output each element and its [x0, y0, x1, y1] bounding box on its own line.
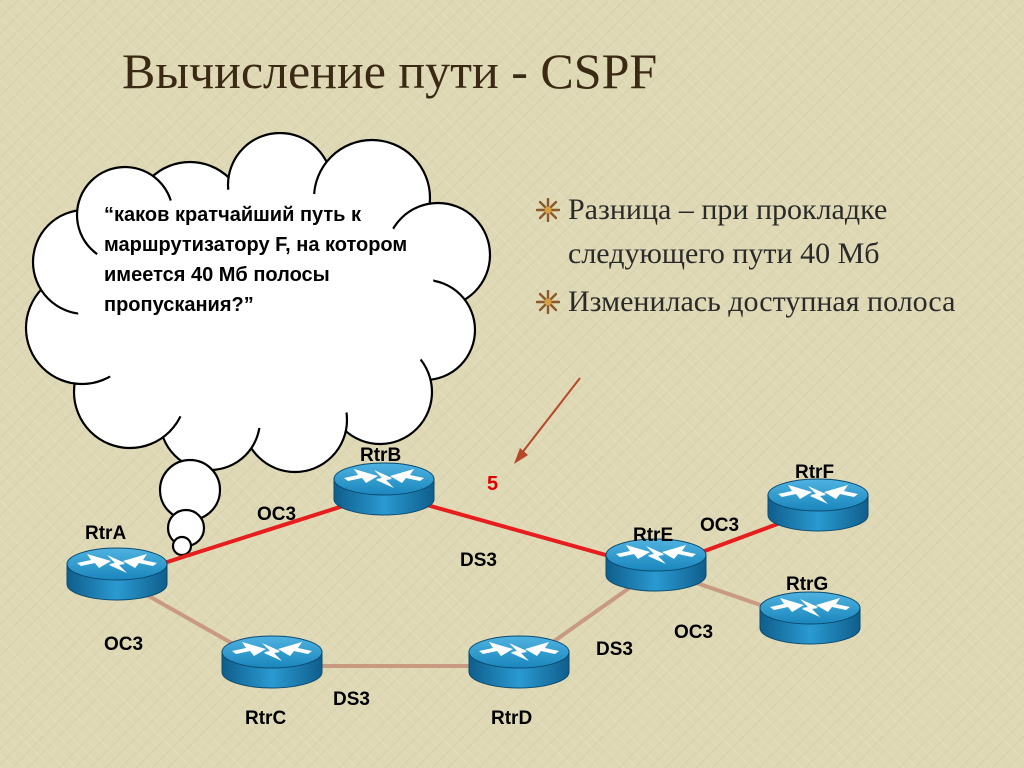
router-label-e: RtrE	[633, 525, 673, 546]
star-bullet-icon	[536, 290, 560, 314]
router-label-g: RtrG	[786, 574, 828, 595]
link-label-a-b: OC3	[257, 504, 296, 525]
router-icon-g	[759, 591, 861, 645]
router-label-d: RtrD	[491, 708, 532, 729]
router-label-f: RtrF	[795, 462, 834, 483]
router-label-c: RtrC	[245, 708, 286, 729]
slide-title: Вычисление пути - CSPF	[122, 43, 658, 99]
bullet-list: Разница – при прокладке следующего пути …	[534, 188, 1004, 328]
link-label-d-e: DS3	[596, 639, 633, 660]
bullet-item: Изменилась доступная полоса	[534, 280, 1004, 324]
bullet-text: Разница – при прокладке следующего пути …	[568, 193, 888, 270]
pointer-arrow	[517, 377, 581, 459]
link-label-e-g: OC3	[674, 622, 713, 643]
bullet-item: Разница – при прокладке следующего пути …	[534, 188, 1004, 276]
router-icon-e	[605, 538, 707, 592]
router-icon-f	[767, 478, 869, 532]
router-label-a: RtrA	[85, 523, 126, 544]
router-icon-a	[66, 547, 168, 601]
router-icon-c	[221, 635, 323, 689]
bandwidth-annotation: 5	[487, 473, 498, 495]
link-label-e-f: OC3	[700, 515, 739, 536]
link-label-b-e: DS3	[460, 550, 497, 571]
router-label-b: RtrB	[360, 445, 401, 466]
star-bullet-icon	[536, 198, 560, 222]
link-label-a-c: OC3	[104, 634, 143, 655]
thought-bubble-text: “каков кратчайший путь к маршрутизатору …	[104, 204, 408, 316]
router-icon-d	[468, 635, 570, 689]
router-icon-b	[333, 462, 435, 516]
bullet-text: Изменилась доступная полоса	[568, 285, 956, 318]
link-label-c-d: DS3	[333, 689, 370, 710]
arrowhead	[514, 448, 528, 464]
